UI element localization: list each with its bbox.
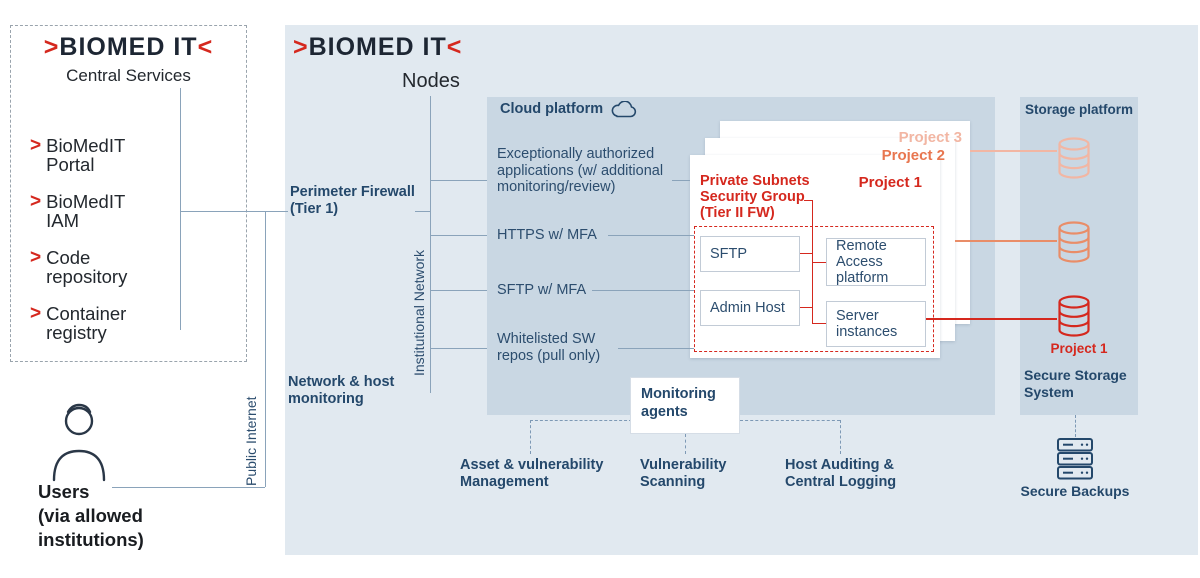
central-item-label: Container registry (46, 303, 127, 344)
public-internet-label: Public Internet (243, 396, 259, 487)
logo-text: BIOMED IT (308, 33, 447, 61)
monitoring-dashed-line (685, 434, 686, 454)
security-group-connector (804, 200, 812, 201)
secure-backups-label: Secure Backups (1020, 483, 1130, 499)
project-1-label: Project 1 (858, 174, 922, 191)
sftp-label: SFTP (710, 245, 748, 262)
chevron-right-icon: > (30, 303, 42, 324)
server-instances-box: Server instances (826, 301, 926, 347)
cloud-platform-header: Cloud platform (500, 101, 638, 118)
chevron-right-icon: > (30, 247, 42, 268)
central-item-container-registry: > Container registry (30, 304, 126, 343)
public-internet-line (265, 211, 266, 487)
server-instances-label: Server instances (836, 307, 898, 340)
project-2-database-icon (1058, 221, 1090, 263)
chevron-right-icon: > (30, 135, 42, 156)
asset-vulnerability-label: Asset & vulnerability Management (460, 457, 604, 491)
channel-sftp-mfa: SFTP w/ MFA (497, 282, 587, 298)
cloud-icon (611, 101, 637, 118)
chevron-right-icon: > (43, 33, 60, 61)
central-services-subtitle: Central Services (66, 66, 191, 85)
users-connector-line (112, 487, 265, 488)
channel-line (430, 290, 487, 291)
security-group-connector (812, 323, 826, 324)
sftp-box: SFTP (700, 236, 800, 272)
project-1-database-icon (1058, 295, 1090, 337)
vulnerability-scanning-label: Vulnerability Scanning (640, 457, 727, 491)
firewall-connector-line (180, 211, 288, 212)
chevron-right-icon: > (30, 191, 42, 212)
monitoring-dashed-line (530, 420, 531, 454)
admin-host-label: Admin Host (710, 299, 785, 316)
central-item-portal: > BioMedIT Portal (30, 136, 125, 175)
remote-access-label: Remote Access platform (836, 237, 889, 287)
channel-line (430, 235, 487, 236)
channel-whitelisted-repos: Whitelisted SW repos (pull only) (497, 331, 601, 364)
project-2-label: Project 2 (881, 147, 945, 164)
security-group-connector (800, 253, 812, 254)
security-group-connector (812, 262, 826, 263)
project-3-label: Project 3 (898, 129, 962, 146)
institutional-network-line (430, 96, 431, 393)
perimeter-firewall-label: Perimeter Firewall (Tier 1) (290, 184, 415, 218)
central-services-box (10, 25, 247, 362)
cloud-platform-title: Cloud platform (500, 101, 604, 117)
security-group-boundary (694, 226, 934, 352)
central-services-logo: >BIOMED IT< (10, 33, 247, 62)
chevron-left-icon: < (197, 33, 214, 61)
secure-backups-icon (1057, 438, 1093, 480)
central-item-code-repository: > Code repository (30, 248, 127, 287)
central-services-connector-line (180, 88, 181, 330)
secure-storage-system-label: Secure Storage System (1024, 367, 1127, 400)
backups-dashed-line (1075, 415, 1076, 437)
monitoring-dashed-line (740, 420, 840, 421)
firewall-connector-line (415, 211, 430, 212)
network-monitoring-label: Network & host monitoring (288, 374, 395, 408)
institutional-network-label: Institutional Network (411, 249, 427, 376)
project-3-database-icon (1058, 137, 1090, 179)
remote-access-box: Remote Access platform (826, 238, 926, 286)
host-auditing-label: Host Auditing & Central Logging (785, 457, 897, 491)
admin-host-box: Admin Host (700, 290, 800, 326)
security-group-connector (800, 307, 812, 308)
central-item-label: BioMedIT IAM (46, 191, 126, 232)
monitoring-agents-box: Monitoring agents (630, 377, 740, 434)
project-3-storage-line (970, 150, 1057, 152)
channel-line (672, 180, 690, 181)
security-group-title: Private Subnets Security Group (Tier II … (700, 173, 810, 222)
storage-platform-title: Storage platform (1024, 102, 1133, 117)
users-label: Users (via allowed institutions) (38, 481, 144, 551)
logo-text: BIOMED IT (59, 33, 198, 61)
nodes-subtitle: Nodes (402, 70, 460, 92)
central-item-iam: > BioMedIT IAM (30, 192, 125, 231)
chevron-right-icon: > (293, 33, 309, 61)
channel-line (592, 290, 694, 291)
central-item-label: Code repository (46, 247, 128, 288)
project-2-storage-line (955, 240, 1057, 242)
central-item-label: BioMedIT Portal (46, 135, 126, 176)
channel-https-mfa: HTTPS w/ MFA (497, 227, 597, 243)
channel-exceptional-apps: Exceptionally authorized applications (w… (497, 146, 664, 196)
chevron-left-icon: < (446, 33, 463, 61)
nodes-logo: >BIOMED IT< (293, 33, 462, 62)
monitoring-dashed-line (840, 420, 841, 454)
monitoring-dashed-line (530, 420, 632, 421)
channel-line (430, 180, 487, 181)
monitoring-agents-label: Monitoring agents (641, 386, 716, 421)
channel-line (618, 348, 694, 349)
project-1-storage-line (926, 318, 1057, 320)
channel-line (608, 235, 694, 236)
storage-project-1-label: Project 1 (1050, 341, 1108, 356)
channel-line (430, 348, 487, 349)
user-icon (52, 403, 106, 482)
